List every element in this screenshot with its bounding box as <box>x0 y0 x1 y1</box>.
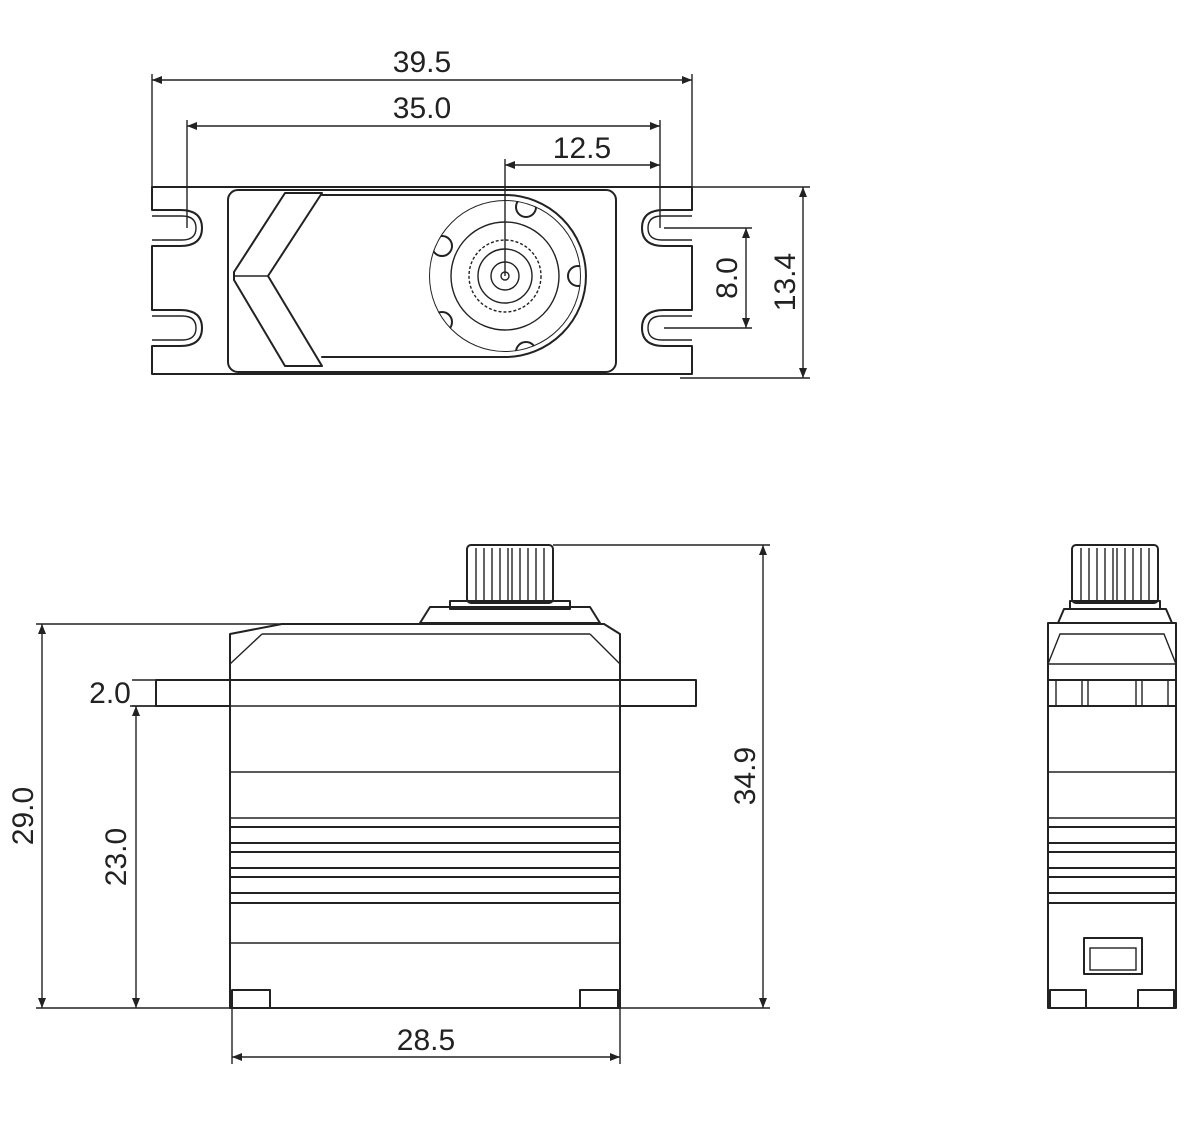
label-top-hole-spacing: 35.0 <box>393 92 451 125</box>
dim-arrow <box>505 161 515 169</box>
label-top-overall-width: 39.5 <box>393 46 451 79</box>
dim-line-front-body-height <box>36 623 282 1009</box>
label-top-overall-depth: 13.4 <box>769 253 802 311</box>
front-view: 2.0 23.0 29.0 34.9 28.5 <box>7 544 770 1064</box>
dim-arrow <box>38 624 46 634</box>
horn-notch <box>515 341 537 352</box>
side-ear-band-details <box>1055 680 1169 706</box>
dim-line-top-overall-width <box>151 74 693 210</box>
top-left-slot-lower <box>152 315 197 341</box>
side-connector-inner <box>1089 947 1137 971</box>
dim-arrow <box>759 545 767 555</box>
dim-line-top-hole-spacing <box>186 120 661 228</box>
output-spline <box>468 239 542 313</box>
front-horn-base <box>449 600 571 610</box>
label-front-ear-thickness: 2.0 <box>89 677 131 710</box>
side-view <box>1047 544 1177 1009</box>
side-heat-sink-fins <box>1047 826 1177 904</box>
dim-line-top-slot-spacing <box>664 227 752 329</box>
side-connector <box>1083 937 1143 975</box>
dim-line-top-shaft-offset <box>504 159 660 276</box>
top-right-slot-lower <box>647 315 692 341</box>
front-top-cover-bevel <box>229 633 621 665</box>
side-ear-band <box>1047 679 1177 707</box>
front-right-foot <box>579 989 619 1009</box>
dim-arrow <box>759 998 767 1008</box>
side-horn-flange <box>1057 608 1173 624</box>
dim-line-front-ear-thickness <box>132 679 156 707</box>
side-top-bevel <box>1047 633 1177 665</box>
dim-arrow <box>799 368 807 378</box>
side-left-foot <box>1049 989 1087 1009</box>
top-case-outline <box>227 189 617 373</box>
dim-arrow <box>650 122 660 130</box>
chevron-logo <box>233 192 323 367</box>
label-front-body-height: 29.0 <box>7 787 40 845</box>
dim-line-top-overall-depth <box>680 186 810 379</box>
dim-arrow <box>799 187 807 197</box>
dim-arrow <box>742 228 750 238</box>
dim-arrow <box>187 122 197 130</box>
horn-notch <box>431 311 453 333</box>
side-case-sections <box>1048 771 1176 819</box>
horn-notch <box>431 235 453 257</box>
front-left-foot <box>231 989 271 1009</box>
front-right-ear <box>619 679 697 707</box>
label-front-overall-height: 34.9 <box>729 747 762 805</box>
side-body <box>1047 622 1177 1009</box>
dim-arrow <box>132 706 140 716</box>
side-spline-ridges <box>1080 548 1150 600</box>
top-right-slot-upper <box>647 215 692 241</box>
dim-arrow <box>742 318 750 328</box>
dim-arrow <box>132 998 140 1008</box>
dim-line-front-ear-height <box>130 705 156 1008</box>
front-heat-sink-fins <box>229 826 621 904</box>
dim-arrow <box>38 998 46 1008</box>
top-flange-outline <box>151 186 693 375</box>
front-spline-ridges <box>475 548 545 600</box>
label-top-shaft-offset: 12.5 <box>553 132 611 165</box>
side-right-foot <box>1137 989 1175 1009</box>
label-front-body-width: 28.5 <box>397 1024 455 1057</box>
horn-notch <box>515 200 537 218</box>
side-output-spline <box>1071 544 1159 604</box>
top-cover-plate <box>321 194 587 358</box>
front-case-sections <box>230 705 620 819</box>
dim-line-front-overall-height <box>553 544 770 1009</box>
front-top-cover <box>229 623 621 681</box>
top-view: 39.5 35.0 12.5 8.0 13.4 <box>151 46 810 379</box>
front-left-ear <box>155 679 231 707</box>
front-output-spline <box>466 544 554 604</box>
top-left-slot-upper <box>152 215 197 241</box>
dim-arrow <box>232 1053 242 1061</box>
label-front-ear-height: 23.0 <box>100 828 133 886</box>
dim-arrow <box>152 76 162 84</box>
dim-arrow <box>682 76 692 84</box>
dim-arrow <box>650 161 660 169</box>
horn-notch <box>567 265 581 287</box>
dim-line-front-body-width <box>231 1008 621 1064</box>
label-top-slot-spacing: 8.0 <box>711 257 744 299</box>
dim-arrow <box>610 1053 620 1061</box>
